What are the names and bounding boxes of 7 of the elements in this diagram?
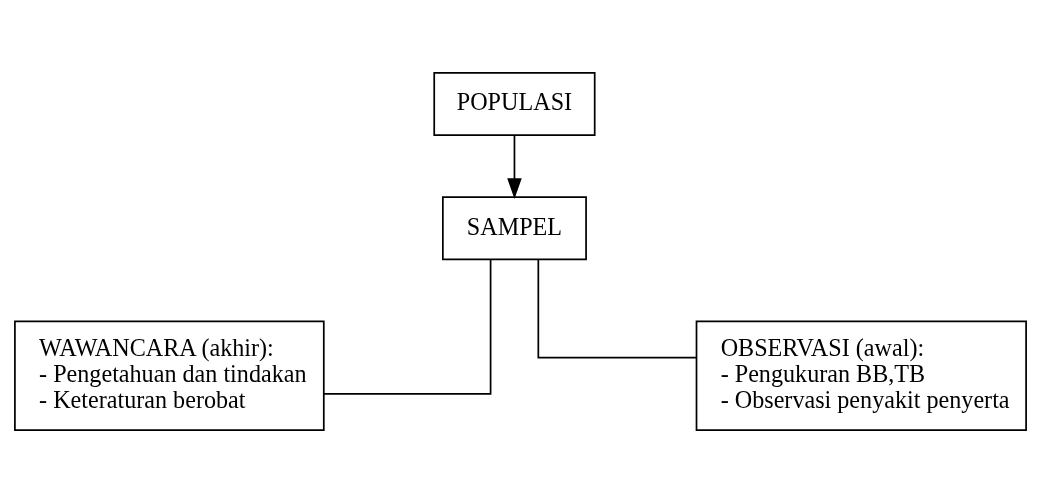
arrow bbox=[507, 133, 522, 199]
connector bbox=[537, 258, 698, 358]
node-box: SAMPEL bbox=[442, 195, 587, 260]
connector bbox=[323, 258, 492, 395]
node-box: POPULASI bbox=[433, 71, 596, 136]
node-box: OBSERVASI (awal): - Pengukuran BB,TB - Observasi penyakit penyerta bbox=[695, 320, 1027, 431]
node-box: WAWANCARA (akhir): - Pengetahuan dan tindakan - Keteraturan berobat bbox=[14, 320, 325, 431]
